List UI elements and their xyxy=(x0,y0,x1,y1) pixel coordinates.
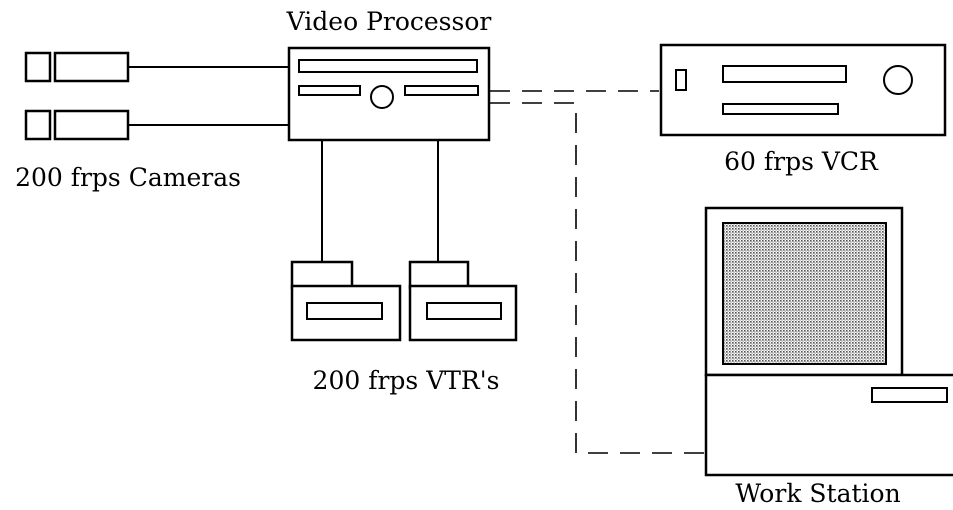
camera-2 xyxy=(24,109,130,141)
work-station-label: Work Station xyxy=(735,479,900,508)
vtrs-label: 200 frps VTR's xyxy=(313,366,500,395)
camera-1 xyxy=(24,51,130,83)
work-station-drive-slot xyxy=(871,387,948,403)
vcr-small-button xyxy=(675,69,687,91)
video-processor-knob xyxy=(370,85,394,109)
video-processor xyxy=(287,46,491,142)
camera-2-lens xyxy=(24,109,52,141)
vtr-2-slot xyxy=(426,302,502,320)
video-processor-top-slot xyxy=(298,59,478,73)
vcr xyxy=(659,43,947,137)
camera-1-body xyxy=(53,51,130,83)
video-processor-right-slot xyxy=(404,85,479,96)
camera-2-body xyxy=(53,109,130,141)
workstation-dashed-link xyxy=(490,102,707,454)
video-processor-left-slot xyxy=(298,85,361,96)
camera-1-lens xyxy=(24,51,52,83)
work-station xyxy=(704,206,953,477)
vtr-2-top xyxy=(408,260,470,290)
vtr-1 xyxy=(290,260,402,342)
vtr-1-slot xyxy=(306,302,383,320)
vtr-1-top xyxy=(290,260,354,290)
vcr-top-slot xyxy=(722,65,847,83)
cameras-label: 200 frps Cameras xyxy=(15,163,241,192)
work-station-screen xyxy=(722,222,887,365)
vtr-2 xyxy=(408,260,518,342)
vcr-bottom-slot xyxy=(722,103,839,115)
vcr-knob xyxy=(883,65,913,95)
vcr-label: 60 frps VCR xyxy=(724,147,879,176)
video-processor-label: Video Processor xyxy=(286,7,492,36)
